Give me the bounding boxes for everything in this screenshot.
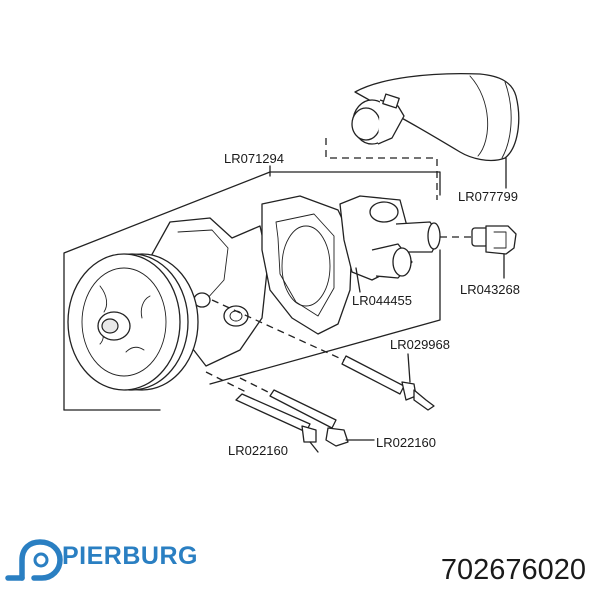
callout-lr077799: LR077799 [458, 189, 518, 204]
long-bolt [211, 299, 435, 411]
coolant-sensor [440, 225, 517, 279]
brand-name: PIERBURG [62, 542, 198, 570]
thermostat-outlet [339, 195, 441, 293]
pierburg-p-logo-icon [5, 539, 63, 581]
callout-lr071294: LR071294 [224, 151, 284, 166]
callout-lr022160-left: LR022160 [228, 443, 288, 458]
callout-lr022160-right: LR022160 [376, 435, 436, 450]
hose-clamp [351, 93, 405, 145]
part-number: 702676020 [440, 554, 586, 586]
callout-lr044455: LR044455 [352, 293, 412, 308]
callout-lr029968: LR029968 [390, 337, 450, 352]
thermostat-housing [261, 195, 353, 335]
callout-lr043268: LR043268 [460, 282, 520, 297]
coolant-hose [354, 73, 520, 162]
pump-pulley [67, 253, 199, 391]
short-bolts [205, 371, 375, 453]
